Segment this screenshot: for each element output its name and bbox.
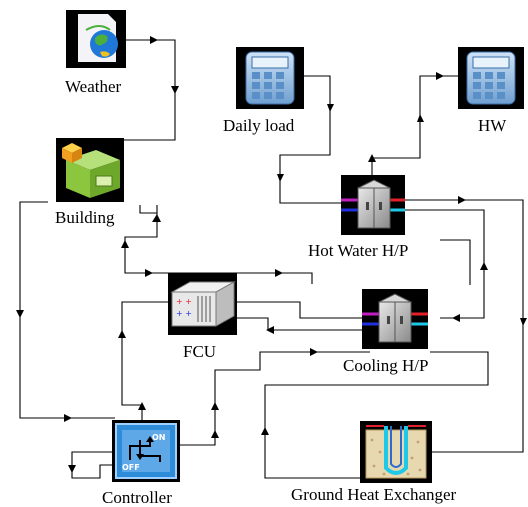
fcu-component[interactable]: + + + + FCU xyxy=(168,273,237,361)
cooling-hp-label: Cooling H/P xyxy=(343,356,429,375)
heat-pump-icon xyxy=(362,293,428,343)
hot-water-heat-pump-component[interactable]: Hot Water H/P xyxy=(308,175,408,260)
weather-label: Weather xyxy=(65,77,122,96)
arrow-head xyxy=(171,86,179,94)
arrow-head xyxy=(277,174,284,182)
wire-fcu-controller xyxy=(121,301,168,420)
controller-component[interactable]: ON OFF Controller xyxy=(102,420,180,507)
svg-text:+ +: + + xyxy=(176,297,192,306)
arrow-head xyxy=(480,262,488,270)
heat-pump-icon xyxy=(341,179,405,229)
svg-text:OFF: OFF xyxy=(122,463,140,472)
cooling-heat-pump-component[interactable]: Cooling H/P xyxy=(343,289,429,375)
calculator-icon xyxy=(466,51,516,105)
connection-wires xyxy=(19,39,524,479)
arrow-head xyxy=(211,402,219,410)
wire-building-controller xyxy=(19,201,115,419)
weather-component[interactable]: Weather xyxy=(65,10,126,96)
arrow-head xyxy=(152,214,161,222)
arrow-head xyxy=(458,196,466,204)
ghx-label: Ground Heat Exchanger xyxy=(291,485,457,504)
arrow-head xyxy=(138,402,146,410)
arrow-head xyxy=(368,154,376,162)
controller-label: Controller xyxy=(102,488,172,507)
arrow-head xyxy=(275,269,283,277)
on-off-controller-icon: ON OFF xyxy=(115,423,177,479)
arrow-head xyxy=(68,465,76,473)
hw-label: HW xyxy=(478,116,507,135)
arrow-head xyxy=(145,269,153,277)
arrow-head xyxy=(261,427,269,435)
wire-building-fcu xyxy=(124,205,313,284)
ground-heat-exchanger-component[interactable]: Ground Heat Exchanger xyxy=(291,421,457,504)
fcu-label: FCU xyxy=(183,342,216,361)
wire-fcu-coolinghp xyxy=(237,301,362,319)
daily-load-component[interactable]: Daily load xyxy=(223,47,304,135)
arrow-head xyxy=(452,314,460,322)
wire-fcu-building xyxy=(139,205,157,214)
wire-arrows xyxy=(16,36,527,473)
arrow-head xyxy=(211,430,219,438)
weather-globe-icon xyxy=(78,14,118,62)
wire-controller-feedback xyxy=(71,451,112,479)
hot-water-hp-label: Hot Water H/P xyxy=(308,241,408,260)
arrow-head xyxy=(118,330,126,338)
wire-coolinghp-ghx xyxy=(264,351,489,479)
arrow-head xyxy=(121,240,129,248)
building-block-icon xyxy=(62,143,120,198)
building-component[interactable]: Building xyxy=(55,138,124,227)
arrow-head xyxy=(266,326,274,334)
arrow-head xyxy=(520,318,527,326)
building-label: Building xyxy=(55,208,115,227)
arrow-head xyxy=(310,348,318,356)
svg-text:+ +: + + xyxy=(176,309,192,318)
arrow-head xyxy=(417,114,424,122)
wire-dailyload-hwhp xyxy=(279,75,343,204)
arrow-head xyxy=(150,36,158,44)
ground-loop-icon xyxy=(365,425,427,479)
arrow-head xyxy=(16,310,24,318)
fan-coil-unit-icon: + + + + xyxy=(170,281,236,327)
hw-component[interactable]: HW xyxy=(458,47,524,135)
svg-text:ON: ON xyxy=(152,433,166,442)
wire-coolinghp-fcu xyxy=(237,317,362,331)
arrow-head xyxy=(327,104,334,112)
calculator-icon xyxy=(245,51,295,105)
wire-controller-coolinghp xyxy=(180,351,370,446)
daily-load-label: Daily load xyxy=(223,116,295,135)
wire-coolinghp-hwhp xyxy=(440,239,471,285)
wire-hwhp-hw xyxy=(371,75,458,175)
arrow-head xyxy=(436,72,444,80)
arrow-head xyxy=(64,414,72,422)
